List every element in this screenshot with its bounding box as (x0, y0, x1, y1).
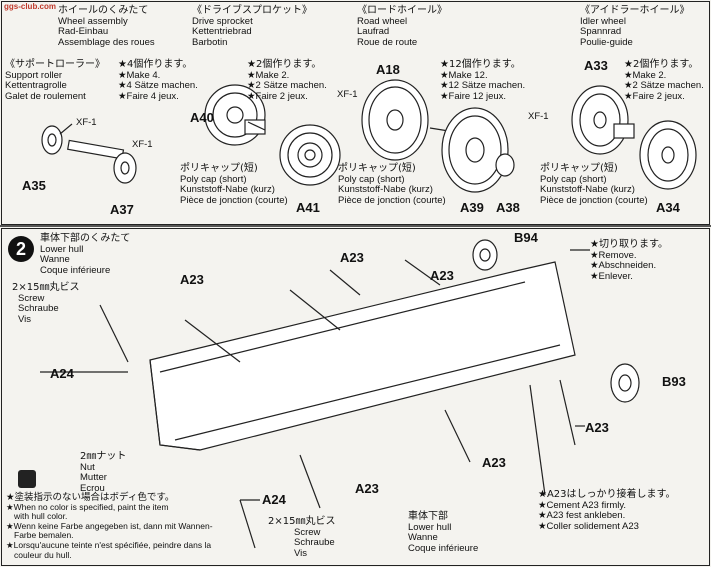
part-label-a23: A23 (340, 250, 364, 265)
wheel-assembly-title: ホイールのくみたて Wheel assembly Rad-Einbau Asse… (58, 5, 155, 48)
road-wheel-a18 (361, 79, 429, 161)
part-label-a33: A33 (584, 58, 608, 73)
make-2-sprocket-note: ★2個作ります。 ★Make 2. ★2 Sätze machen. ★Fair… (247, 59, 327, 102)
part-label-a24: A24 (262, 492, 286, 507)
part-label-b94: B94 (514, 230, 538, 245)
wheel-assembly-panel (1, 1, 710, 225)
road-wheel-a39 (441, 107, 509, 193)
screw-bottom (239, 499, 256, 549)
part-label-a37: A37 (110, 202, 134, 217)
part-label-xf1: XF-1 (337, 89, 358, 100)
support-roller-title: 《サポートローラー》 Support roller Kettentragroll… (5, 59, 105, 102)
lower-hull-drawing (149, 261, 576, 451)
part-label-a35: A35 (22, 178, 46, 193)
support-roller-a37 (113, 152, 137, 184)
part-label-b93: B93 (662, 374, 686, 389)
part-label-xf1: XF-1 (76, 117, 97, 128)
axle-a23 (184, 319, 241, 363)
support-roller-a35 (41, 125, 63, 155)
drive-sprocket-a41 (279, 124, 341, 186)
part-label-a40: A40 (190, 110, 214, 125)
lower-hull-panel (1, 228, 710, 566)
road-wheel-title: 《ロードホイール》 Road wheel Laufrad Roue de rou… (357, 5, 447, 48)
part-label-a18: A18 (376, 62, 400, 77)
make-4-note: ★4個作ります。 ★Make 4. ★4 Sätze machen. ★Fair… (118, 59, 198, 102)
part-label-a23: A23 (355, 481, 379, 496)
nut-callout: 2㎜ナット Nut Mutter Ecrou (80, 451, 127, 494)
idler-wheel-title: 《アイドラーホイール》 Idler wheel Spannrad Poulie-… (580, 5, 690, 48)
axle-a23 (404, 259, 441, 286)
lower-hull-title: 車体下部のくみたて Lower hull Wanne Coque inférie… (40, 233, 131, 276)
lower-hull-label: 車体下部 Lower hull Wanne Coque inférieure (408, 511, 479, 554)
step-number-badge: 2 (8, 236, 34, 262)
screw-left (99, 304, 129, 363)
part-label-xf1: XF-1 (132, 139, 153, 150)
poly-cap-note-idler: ポリキャップ(短) Poly cap (short) Kunststoff-Na… (540, 163, 648, 206)
axle-a23 (529, 384, 546, 496)
idler-wheel-a34 (639, 120, 697, 190)
drive-sprocket-title: 《ドライブスプロケット》 Drive sprocket Kettentriebr… (192, 5, 312, 48)
part-label-a38: A38 (496, 200, 520, 215)
part-label-a23: A23 (482, 455, 506, 470)
part-label-a23: A23 (180, 272, 204, 287)
part-label-a34: A34 (656, 200, 680, 215)
axle-a23 (444, 409, 471, 463)
remove-note: ★切り取ります。 ★Remove. ★Abschneiden. ★Enlever… (590, 239, 668, 282)
poly-cap-note-road-wheel: ポリキャップ(短) Poly cap (short) Kunststoff-Na… (338, 163, 446, 206)
housing-b94 (472, 239, 498, 271)
part-label-a41: A41 (296, 200, 320, 215)
axle-a23 (329, 269, 361, 296)
make-2-idler-note: ★2個作ります。 ★Make 2. ★2 Sätze machen. ★Fair… (624, 59, 704, 102)
housing-b93 (610, 363, 640, 403)
axle-a23 (559, 379, 576, 446)
hub-cap-a38 (495, 153, 515, 177)
watermark: ggs-club.com (4, 2, 57, 11)
part-label-a23: A23 (430, 268, 454, 283)
paint-swatch-icon (18, 470, 36, 488)
cement-a23-note: ★A23はしっかり接着します。 ★Cement A23 firmly. ★A23… (538, 489, 676, 532)
axle-a23 (299, 454, 321, 509)
part-label-a24: A24 (50, 366, 74, 381)
screw-callout-bottom: 2×15㎜丸ビス Screw Schraube Vis (268, 516, 336, 559)
screw-callout-left: 2×15㎜丸ビス Screw Schraube Vis (12, 282, 80, 325)
part-label-xf1: XF-1 (528, 111, 549, 122)
make-12-note: ★12個作ります。 ★Make 12. ★12 Sätze machen. ★F… (440, 59, 526, 102)
part-label-a23: A23 (585, 420, 609, 435)
axle-a23 (289, 289, 341, 331)
poly-cap-note-sprocket: ポリキャップ(短) Poly cap (short) Kunststoff-Na… (180, 163, 288, 206)
color-instruction-note: ★塗装指示のない場合はボディ色です。 ★When no color is spe… (6, 492, 213, 560)
part-label-a39: A39 (460, 200, 484, 215)
